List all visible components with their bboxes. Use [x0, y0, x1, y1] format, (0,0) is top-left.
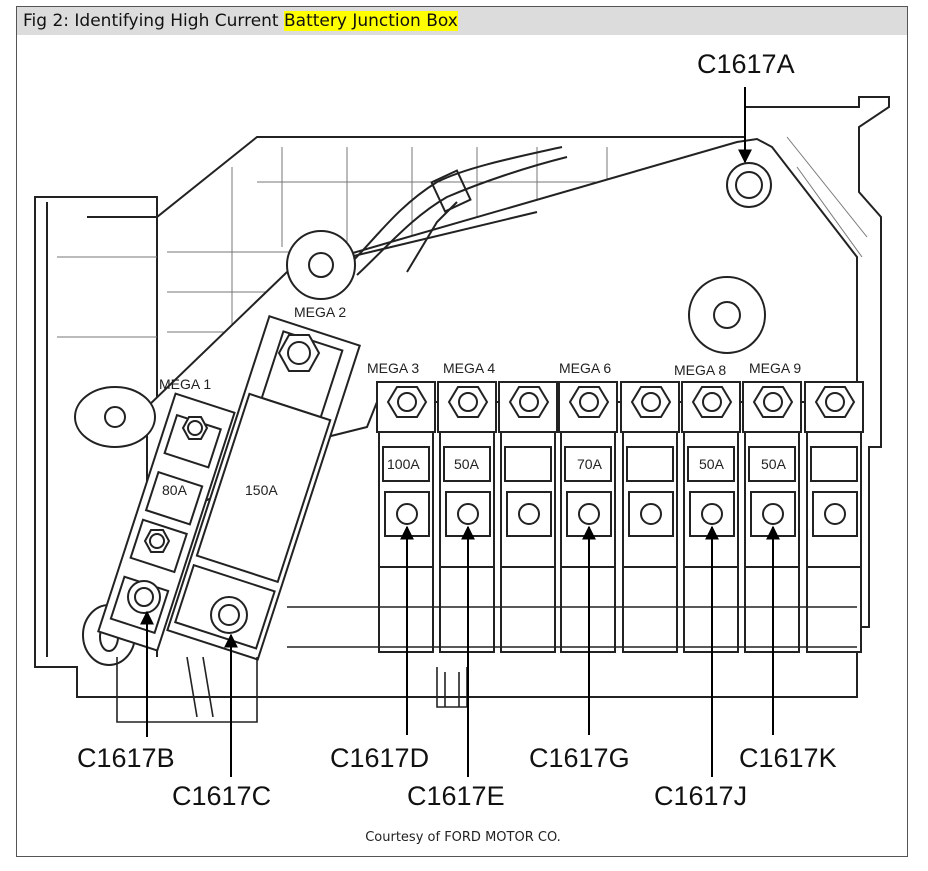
label-mega2: MEGA 2: [294, 304, 346, 320]
fuse-row: [376, 381, 864, 653]
fuse-post-7-rating-window: [748, 446, 796, 482]
rating-100a: 100A: [387, 456, 420, 472]
fuse-post-2-terminal-hole: [457, 503, 479, 525]
fuse-post-7-nut-hole: [763, 392, 783, 412]
rating-80a: 80A: [162, 482, 188, 498]
fuse-post-4-rating-window: [564, 446, 612, 482]
fuse-post-1-rating-window: [382, 446, 430, 482]
rating-50a-mega8: 50A: [699, 456, 725, 472]
fuse-post-1-nut-hole: [397, 392, 417, 412]
label-mega6: MEGA 6: [559, 360, 611, 376]
rating-50a-mega9: 50A: [761, 456, 787, 472]
connector-c1617g: C1617G: [529, 743, 630, 773]
fuse-post-3-nut-hole: [519, 392, 539, 412]
figure-frame: Fig 2: Identifying High Current Battery …: [16, 6, 908, 857]
fuse-post-2-nut-hole: [458, 392, 478, 412]
figure-title: Fig 2: Identifying High Current Battery …: [17, 7, 907, 35]
connector-c1617e: C1617E: [407, 781, 505, 811]
mounting-holes: [74, 162, 772, 666]
fuse-post-1-terminal-hole: [396, 503, 418, 525]
title-prefix: Fig 2: Identifying High Current: [23, 11, 285, 31]
label-mega3: MEGA 3: [367, 360, 419, 376]
fuse-post-6-rating-window: [687, 446, 735, 482]
connector-labels: C1617A C1617B C1617C C1617D C1617E C1617…: [77, 49, 837, 811]
label-mega4: MEGA 4: [443, 360, 495, 376]
mega2-bolts: [210, 334, 321, 634]
rating-150a: 150A: [245, 482, 278, 498]
fuse-post-4-terminal-hole: [578, 503, 600, 525]
rating-70a: 70A: [577, 456, 603, 472]
fuse-post-4-nut-hole: [579, 392, 599, 412]
cable-harness: [346, 146, 568, 276]
rating-50a-mega4: 50A: [454, 456, 480, 472]
connector-c1617j: C1617J: [654, 781, 747, 811]
label-mega1: MEGA 1: [159, 376, 211, 392]
fuse-post-5-nut-hole: [641, 392, 661, 412]
fuse-post-8-nut-hole: [825, 392, 845, 412]
connector-c1617d: C1617D: [330, 743, 429, 773]
lower-body: [116, 606, 857, 723]
label-mega8: MEGA 8: [674, 362, 726, 378]
junction-box-diagram: MEGA 1 MEGA 2 MEGA 3 MEGA 4 MEGA 6 MEGA …: [34, 49, 890, 811]
credit-line: Courtesy of FORD MOTOR CO.: [365, 830, 561, 845]
connector-c1617a: C1617A: [697, 49, 795, 79]
fuse-post-7-terminal-hole: [762, 503, 784, 525]
title-highlight: Battery Junction Box: [284, 11, 458, 31]
fuse-post-2-rating-window: [443, 446, 491, 482]
fuse-post-5-terminal-hole: [640, 503, 662, 525]
connector-c1617k: C1617K: [739, 743, 837, 773]
fuse-name-labels: MEGA 1 MEGA 2 MEGA 3 MEGA 4 MEGA 6 MEGA …: [159, 304, 801, 392]
fuse-post-5-rating-window: [626, 446, 674, 482]
fuse-post-6-nut-hole: [702, 392, 722, 412]
fuse-post-6-terminal-hole: [701, 503, 723, 525]
mega1-bolts: [127, 416, 209, 614]
fuse-post-8-rating-window: [810, 446, 858, 482]
fuse-post-3-rating-window: [504, 446, 552, 482]
fuse-post-8-terminal-hole: [824, 503, 846, 525]
label-mega9: MEGA 9: [749, 360, 801, 376]
fuse-post-3-terminal-hole: [518, 503, 540, 525]
callout-arrows: [140, 87, 780, 777]
connector-c1617b: C1617B: [77, 743, 175, 773]
rating-labels: 80A 150A 100A 50A 70A 50A 50A: [162, 456, 787, 498]
connector-c1617c: C1617C: [172, 781, 271, 811]
